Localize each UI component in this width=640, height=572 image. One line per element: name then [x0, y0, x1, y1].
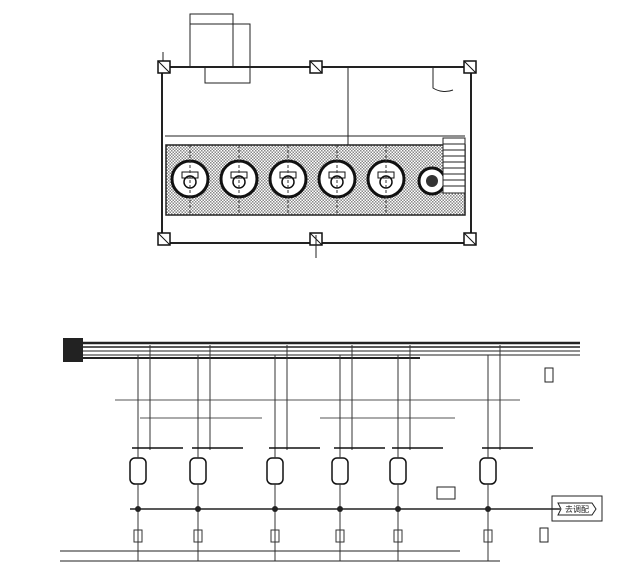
tank [170, 145, 210, 215]
door-swing [432, 67, 454, 92]
tank [366, 145, 406, 215]
tank [268, 145, 308, 215]
staircase [442, 137, 466, 194]
small-tank-core [426, 175, 438, 187]
destination-label: 去调配 [565, 504, 589, 514]
reactor-vessel [331, 345, 385, 561]
destination-arrow-icon [557, 502, 597, 516]
tank [317, 145, 357, 215]
control-panel [436, 486, 456, 500]
valve [393, 529, 403, 543]
column-diagonal [157, 232, 171, 246]
reactor-vessel [479, 345, 533, 561]
legend-block [63, 338, 83, 362]
reactor-vessel [129, 345, 183, 561]
valve [193, 529, 203, 543]
small-tank [417, 166, 447, 196]
vessel-body [389, 457, 407, 485]
tank [219, 145, 259, 215]
valve [335, 529, 345, 543]
reactor-vessel [189, 345, 243, 561]
column-diagonal [309, 60, 323, 74]
column-diagonal [463, 232, 477, 246]
drain-valve [539, 527, 549, 543]
vessel-body [331, 457, 349, 485]
valve [483, 529, 493, 543]
column-diagonal [157, 60, 171, 74]
vessel-body [189, 457, 207, 485]
valve [133, 529, 143, 543]
vessel-body [266, 457, 284, 485]
valve [270, 529, 280, 543]
stair-outline [442, 137, 466, 194]
vessel-body [479, 457, 497, 485]
reactor-vessel [389, 345, 443, 561]
annex-dimension [190, 23, 251, 67]
annex-room [189, 13, 234, 68]
reactor-vessel [266, 345, 320, 561]
process-flow-diagram: 去调配 [60, 338, 603, 562]
hatched-platform [165, 144, 466, 216]
vent-valve [544, 367, 554, 383]
floor-plan [157, 13, 477, 258]
annex-platform [204, 66, 251, 84]
vessel-body [129, 457, 147, 485]
destination-box [551, 495, 603, 522]
column-diagonal [463, 60, 477, 74]
